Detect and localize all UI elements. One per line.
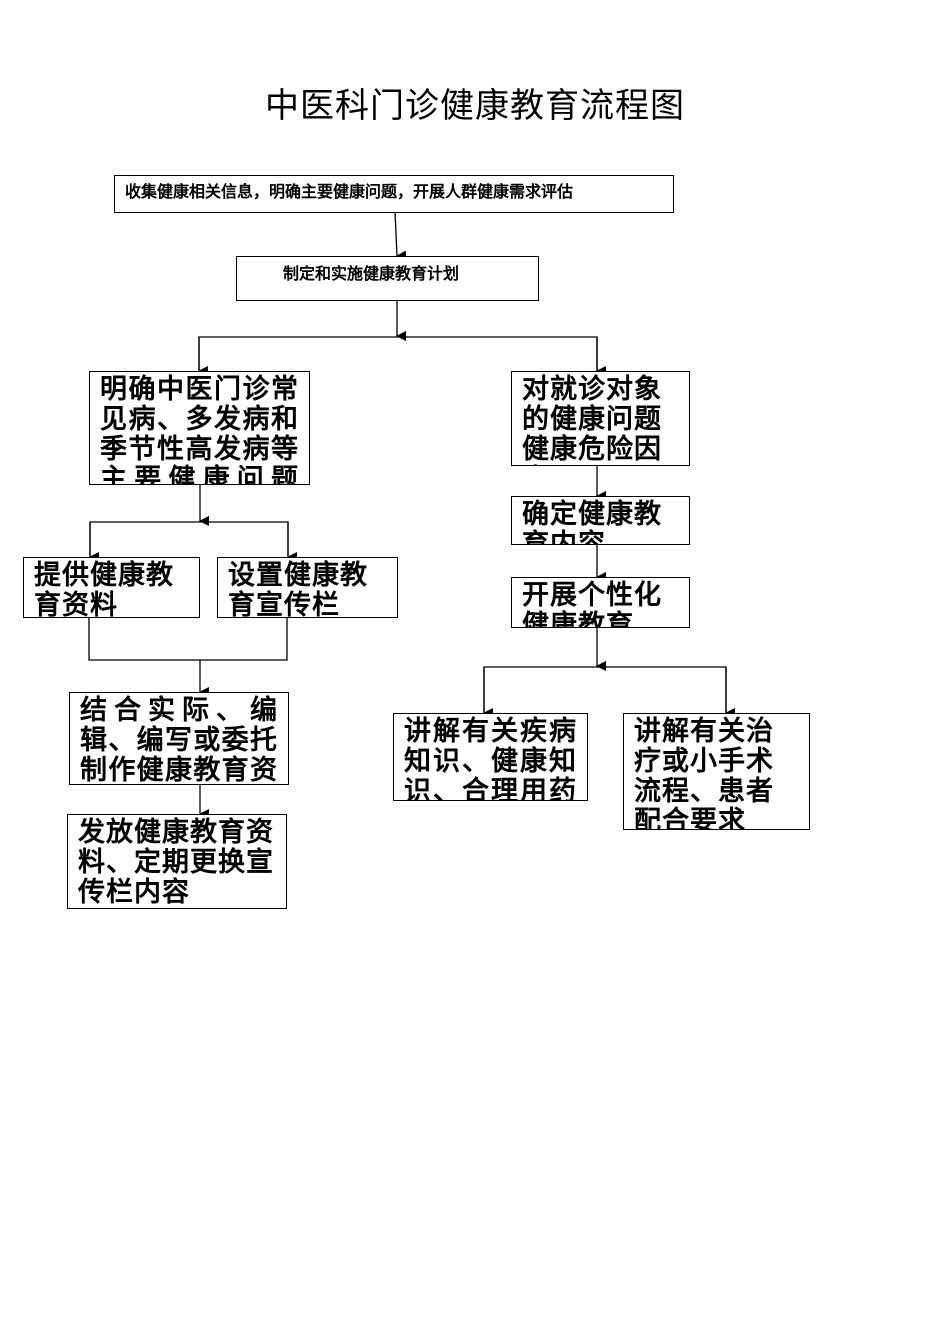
node-determine-content: 确定健康教育内容	[511, 496, 690, 545]
node-explain-treatment: 讲解有关治疗或小手术流程、患者配合要求	[623, 713, 810, 830]
arrow-collect-to-plan	[394, 211, 407, 261]
node-bulletin-board: 设置健康教育宣传栏	[217, 557, 398, 618]
node-risk-factors: 对就诊对象的健康问题健康危险因素	[511, 371, 690, 466]
merge-line	[88, 617, 288, 661]
right-split-line	[483, 666, 727, 712]
node-plan: 制定和实施健康教育计划	[236, 256, 539, 301]
page-title: 中医科门诊健康教育流程图	[265, 86, 685, 126]
node-collect-info: 收集健康相关信息，明确主要健康问题，开展人群健康需求评估	[114, 175, 674, 213]
node-explain-disease: 讲解有关疾病知识、健康知识、合理用药	[393, 713, 588, 801]
node-compile-materials: 结合实际、编辑、编写或委托制作健康教育资料	[69, 692, 289, 785]
branch-split-line	[198, 336, 598, 370]
node-personalized: 开展个性化健康教育	[511, 577, 690, 628]
node-provide-materials: 提供健康教育资料	[23, 557, 200, 618]
node-common-diseases: 明确中医门诊常见病、多发病和季节性高发病等主要健康问题	[89, 371, 310, 485]
node-distribute-materials: 发放健康教育资料、定期更换宣传栏内容	[67, 814, 287, 909]
left-split-line	[89, 521, 289, 556]
